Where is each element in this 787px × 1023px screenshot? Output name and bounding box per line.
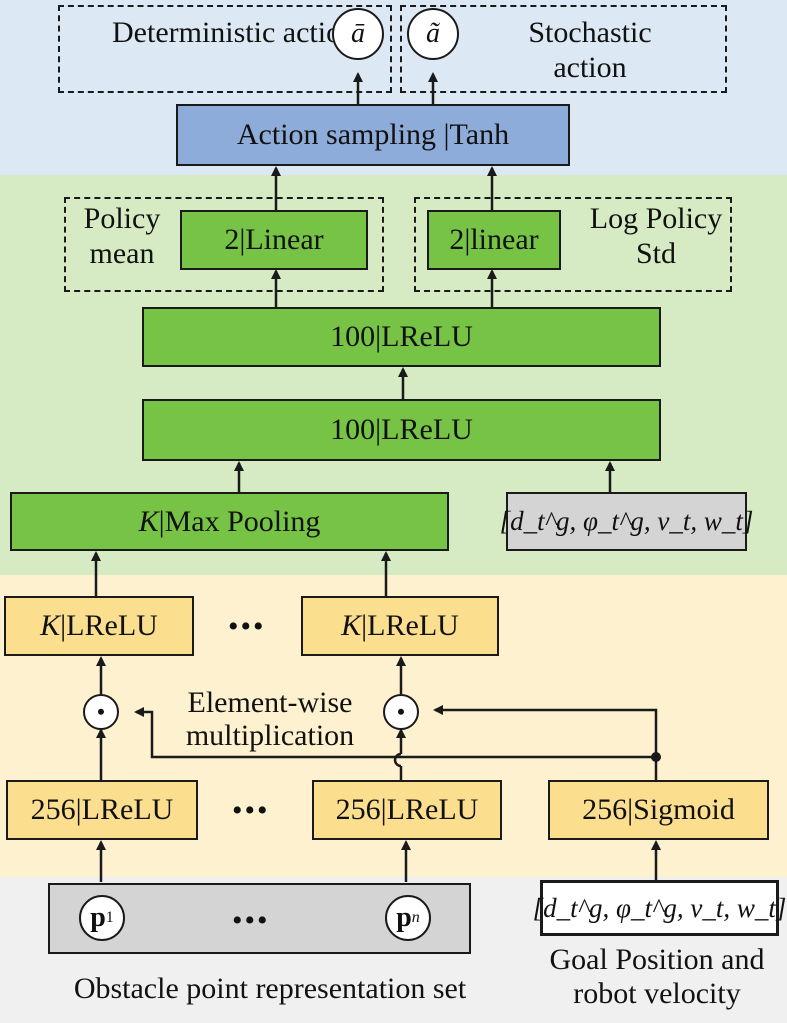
obstacle-set-caption: Obstacle point representation set xyxy=(73,972,467,1005)
deterministic-action-symbol: ā xyxy=(351,18,365,49)
max-pooling-text: |Max Pooling xyxy=(158,504,321,538)
k-lrelu-right-text: |LReLU xyxy=(361,609,459,642)
policy-std-frame xyxy=(414,197,732,292)
deterministic-output-frame xyxy=(58,5,392,93)
multiply-left-dot: • xyxy=(97,699,105,724)
encoder-ellipsis-bottom: ••• xyxy=(232,794,270,827)
state-vector-box: [d_t^g, φ_t^g, v_t, w_t] xyxy=(500,492,753,551)
log-policy-std-label: Log Policy Std xyxy=(589,202,723,270)
multiply-right-dot: • xyxy=(397,699,405,724)
lrelu256-left-layer: 256|LReLU xyxy=(6,780,198,840)
max-pooling-layer: K|Max Pooling xyxy=(10,492,449,551)
multiply-left-node: • xyxy=(83,694,119,730)
policy-mean-linear-layer: 2|Linear xyxy=(180,210,368,270)
encoder-ellipsis-top: ••• xyxy=(228,610,266,643)
stochastic-action-symbol: ã xyxy=(426,18,440,49)
point-p1-symbol: p xyxy=(90,902,106,933)
goal-vector-box: [d_t^g, φ_t^g, v_t, w_t] xyxy=(533,880,786,936)
policy-std-linear-layer: 2|linear xyxy=(427,210,561,270)
multiply-right-node: • xyxy=(383,694,419,730)
policy-mean-label: Policy mean xyxy=(83,202,161,270)
k-lrelu-right-k: K xyxy=(341,609,362,642)
point-pn-symbol: p xyxy=(396,902,412,933)
fc2-lrelu-layer: 100|LReLU xyxy=(142,307,661,367)
lrelu256-right-layer: 256|LReLU xyxy=(312,780,502,840)
k-lrelu-left-layer: K|LReLU xyxy=(4,596,194,656)
deterministic-action-label: Deterministic action xyxy=(112,16,357,49)
point-p1-sub: 1 xyxy=(105,909,114,926)
element-wise-multiplication-label: Element-wise multiplication xyxy=(185,686,355,752)
k-lrelu-left-text: |LReLU xyxy=(60,609,158,642)
action-sampling-layer: Action sampling |Tanh xyxy=(176,104,570,166)
point-ellipsis: ••• xyxy=(232,904,270,937)
deterministic-action-node: ā xyxy=(332,8,384,60)
k-lrelu-right-layer: K|LReLU xyxy=(301,596,499,656)
max-pooling-k: K xyxy=(138,504,159,538)
stochastic-action-node: ã xyxy=(407,8,459,60)
sigmoid256-layer: 256|Sigmoid xyxy=(548,780,769,840)
fc1-lrelu-layer: 100|LReLU xyxy=(142,399,661,461)
policy-mean-frame xyxy=(64,197,384,292)
point-pn-sub: n xyxy=(411,909,420,926)
goal-velocity-caption: Goal Position and robot velocity xyxy=(549,943,765,1010)
k-lrelu-left-k: K xyxy=(40,609,61,642)
stochastic-action-label: Stochastic action xyxy=(528,16,652,84)
stochastic-output-frame xyxy=(400,5,727,93)
